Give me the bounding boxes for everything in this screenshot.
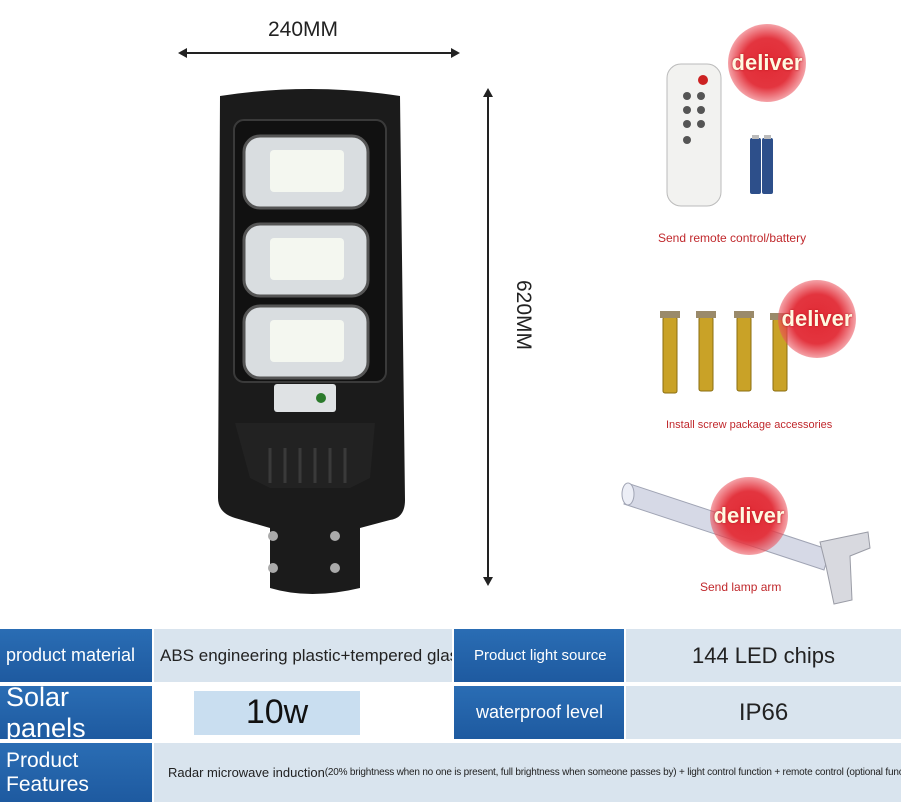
waterproof-label: waterproof level bbox=[454, 686, 624, 739]
led-module-middle bbox=[242, 222, 370, 298]
features-detail: (20% brightness when no one is present, … bbox=[324, 767, 901, 778]
deliver-badge-remote: deliver bbox=[728, 24, 806, 102]
features-main: Radar microwave induction bbox=[168, 765, 325, 780]
caption-remote-battery: Send remote control/battery bbox=[658, 231, 807, 245]
caption-lamp-arm: Send lamp arm bbox=[700, 580, 782, 594]
spec-row-material: product material ABS engineering plastic… bbox=[0, 629, 901, 682]
height-dimension-arrow bbox=[483, 88, 493, 586]
spec-row-features: Product Features Radar microwave inducti… bbox=[0, 743, 901, 802]
light-source-value: 144 LED chips bbox=[626, 629, 901, 682]
battery-icon bbox=[750, 135, 773, 194]
material-label: product material bbox=[0, 629, 152, 682]
width-dimension-label: 240MM bbox=[268, 18, 339, 41]
waterproof-value: IP66 bbox=[626, 686, 901, 739]
deliver-badge-screws: deliver bbox=[778, 280, 856, 358]
spec-row-solar: Solar panels 10w waterproof level IP66 bbox=[0, 682, 901, 743]
light-source-label: Product light source bbox=[454, 629, 624, 682]
solar-value: 10w bbox=[194, 690, 360, 735]
led-module-top bbox=[242, 134, 370, 210]
deliver-badge-lamp-arm: deliver bbox=[710, 477, 788, 555]
features-value-cell: Radar microwave induction (20% brightnes… bbox=[154, 743, 901, 802]
features-label: Product Features bbox=[0, 743, 152, 802]
width-dimension-arrow bbox=[178, 48, 460, 58]
height-dimension-label: 620MM bbox=[512, 280, 535, 351]
remote-control-icon bbox=[666, 63, 722, 207]
led-module-bottom bbox=[242, 304, 370, 380]
material-value: ABS engineering plastic+tempered glass bbox=[154, 629, 452, 682]
solar-label: Solar panels bbox=[0, 682, 152, 743]
solar-street-lamp-image bbox=[218, 89, 405, 594]
expansion-screw-icon bbox=[660, 311, 790, 394]
solar-value-cell: 10w bbox=[154, 686, 452, 739]
caption-screw-package: Install screw package accessories bbox=[666, 419, 833, 431]
